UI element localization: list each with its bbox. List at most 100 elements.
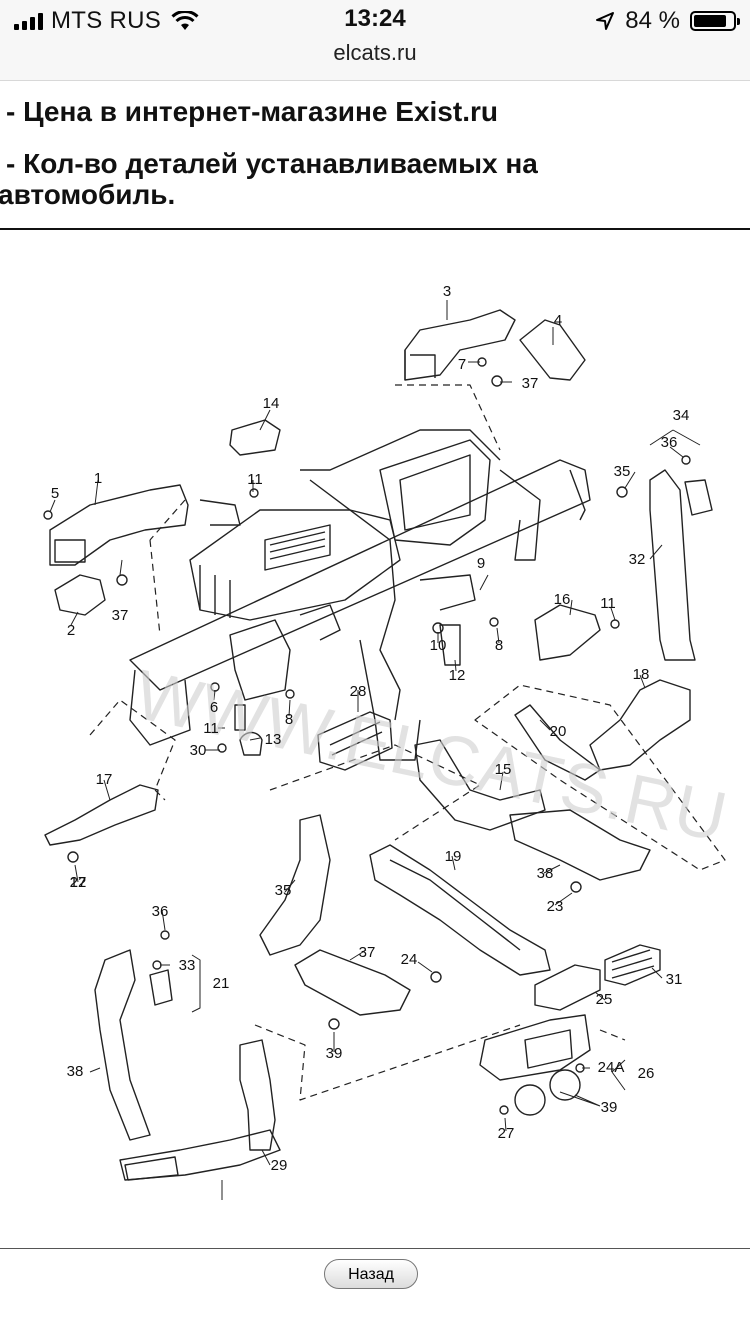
bracket-14 bbox=[229, 419, 281, 456]
callout-label: 20 bbox=[550, 723, 567, 740]
duct-20 bbox=[414, 739, 546, 831]
callout-label: 6 bbox=[210, 699, 218, 716]
callout-label: 37 bbox=[359, 944, 376, 961]
duct-1 bbox=[49, 484, 189, 566]
divider-top bbox=[0, 228, 750, 230]
callout-label: 23 bbox=[547, 898, 564, 915]
vent-24 bbox=[534, 964, 601, 1011]
clock: 13:24 bbox=[344, 5, 406, 32]
dashboard-frame bbox=[129, 429, 591, 761]
callout-label: 28 bbox=[350, 683, 367, 700]
callout-label: 17 bbox=[96, 771, 113, 788]
duct-31 bbox=[94, 949, 151, 1141]
leader-lines bbox=[49, 300, 701, 1200]
duct-23 bbox=[369, 844, 551, 976]
callout-label: 29 bbox=[271, 1157, 288, 1174]
callout-label: 22 bbox=[70, 874, 87, 891]
duct-21 bbox=[294, 949, 411, 1016]
divider-bottom bbox=[0, 1248, 750, 1249]
callout-label: 32 bbox=[629, 551, 646, 568]
duct-29 bbox=[119, 1129, 281, 1181]
callout-label: 36 bbox=[152, 903, 169, 920]
callout-label: 11 bbox=[247, 471, 263, 488]
qty-note-cont: автомобиль. bbox=[0, 179, 176, 210]
vent-24a bbox=[479, 1014, 591, 1081]
callout-label: 9 bbox=[477, 555, 485, 572]
callout-label: 15 bbox=[495, 761, 512, 778]
duct-15 bbox=[44, 784, 159, 846]
status-bar: MTS RUS 13:24 84 % elcats.ru bbox=[0, 0, 750, 81]
motor-26b bbox=[549, 1069, 581, 1101]
callout-label: 27 bbox=[498, 1125, 515, 1142]
callout-label: 8 bbox=[285, 711, 293, 728]
status-left: MTS RUS bbox=[14, 6, 199, 36]
callout-label: 2 bbox=[67, 622, 75, 639]
location-arrow-icon bbox=[596, 12, 615, 30]
battery-icon bbox=[690, 11, 740, 31]
battery-fill bbox=[694, 15, 726, 27]
callout-label: 35 bbox=[275, 882, 292, 899]
callout-label: 25 bbox=[596, 991, 613, 1008]
status-right: 84 % bbox=[595, 6, 740, 36]
duct-4 bbox=[519, 319, 586, 381]
callout-label: 3 bbox=[443, 283, 451, 300]
callout-label: 18 bbox=[633, 666, 650, 683]
callout-label: 37 bbox=[112, 607, 129, 624]
vent-25 bbox=[604, 944, 661, 986]
callout-label: 14 bbox=[263, 395, 280, 412]
callout-label: 30 bbox=[190, 742, 207, 759]
motor-26a bbox=[514, 1084, 546, 1116]
duct-22 bbox=[509, 809, 651, 881]
callout-label: 13 bbox=[265, 731, 282, 748]
duct-32 bbox=[649, 469, 696, 661]
group-outlines bbox=[89, 384, 726, 1101]
hvac-unit bbox=[189, 439, 491, 621]
callout-label: 11 bbox=[203, 720, 219, 737]
callout-label: 36 bbox=[661, 434, 678, 451]
duct-27 bbox=[239, 1039, 276, 1151]
callout-label: 24A bbox=[598, 1059, 625, 1076]
callout-label: 8 bbox=[495, 637, 503, 654]
callout-label: 33 bbox=[179, 957, 196, 974]
signal-icon bbox=[14, 12, 43, 30]
outlet-18 bbox=[317, 711, 393, 771]
callout-label: 1 bbox=[94, 470, 102, 487]
duct-30 bbox=[589, 679, 691, 771]
address-bar-url[interactable]: elcats.ru bbox=[333, 40, 417, 65]
callout-label: 39 bbox=[326, 1045, 343, 1062]
callout-label: 38 bbox=[537, 865, 554, 882]
callout-label: 37 bbox=[522, 375, 539, 392]
duct-28 bbox=[514, 704, 601, 781]
callout-label: 38 bbox=[67, 1063, 84, 1080]
brackets bbox=[229, 574, 476, 756]
callout-label: 34 bbox=[673, 407, 690, 424]
callout-label: 10 bbox=[430, 637, 447, 654]
watermark: WWW.ELCATS.RU bbox=[129, 655, 734, 856]
callout-label: 12 bbox=[449, 667, 466, 684]
callout-label: 17 bbox=[70, 874, 87, 891]
carrier-name: MTS RUS bbox=[51, 7, 162, 34]
callout-label: 4 bbox=[554, 312, 562, 329]
qty-note: - Кол-во деталей устанавливаемых на bbox=[6, 148, 538, 179]
parts-diagram-svg: WWW.ELCATS.RU 34737143436351115932372171… bbox=[43, 283, 734, 1200]
price-note: - Цена в интернет-магазине Exist.ru bbox=[6, 96, 498, 127]
duct-19 bbox=[259, 814, 331, 956]
callout-label: 35 bbox=[614, 463, 631, 480]
back-button[interactable]: Назад bbox=[324, 1259, 418, 1289]
vent-34 bbox=[684, 479, 713, 516]
callout-label: 24 bbox=[401, 951, 418, 968]
bracket-2 bbox=[54, 574, 106, 616]
callout-label: 5 bbox=[51, 485, 59, 502]
vent-33 bbox=[149, 969, 173, 1006]
callout-label: 11 bbox=[600, 595, 616, 612]
battery-percent: 84 % bbox=[625, 7, 680, 34]
callout-label: 19 bbox=[445, 848, 462, 865]
callout-label: 31 bbox=[666, 971, 683, 988]
callout-label: 26 bbox=[638, 1065, 655, 1082]
callout-label: 16 bbox=[554, 591, 571, 608]
callout-label: 7 bbox=[458, 356, 466, 373]
callout-label: 39 bbox=[601, 1099, 618, 1116]
bracket-16 bbox=[534, 604, 601, 661]
